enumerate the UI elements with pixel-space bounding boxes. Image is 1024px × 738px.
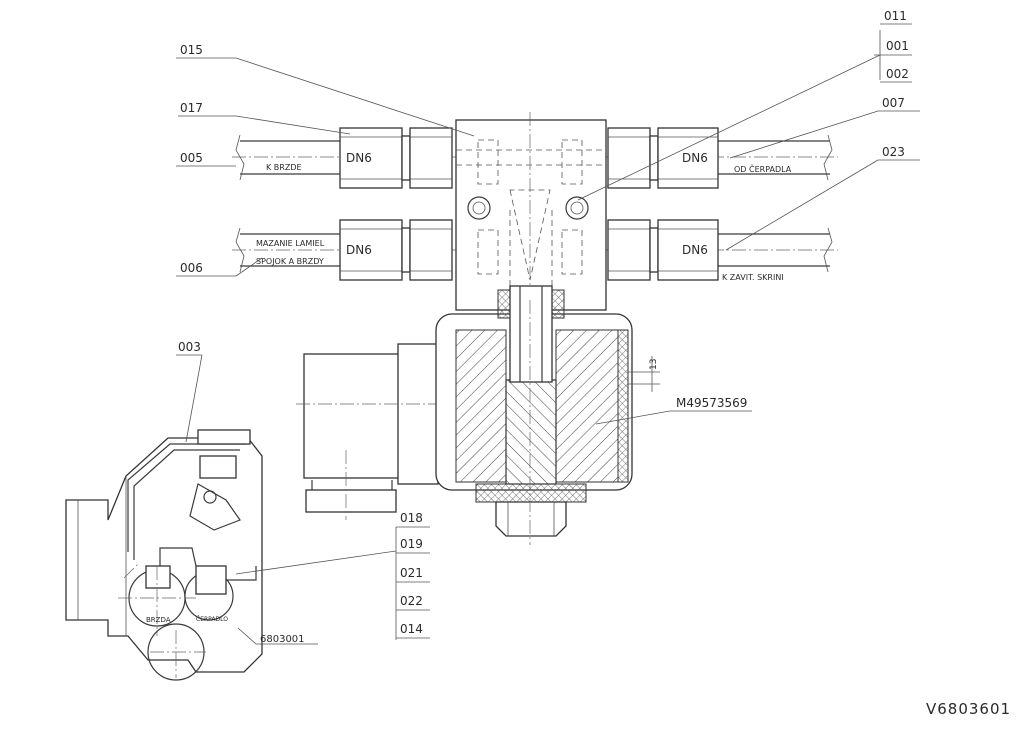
callout-001: 001: [886, 39, 909, 53]
brake-label: BRZDA: [146, 616, 171, 624]
dn-label-lower-right: DN6: [682, 243, 708, 257]
dn-label-upper-right: DN6: [682, 151, 708, 165]
callout-019: 019: [400, 537, 423, 551]
overview-detail: BRZDA ČERPADLO: [65, 429, 263, 681]
pipe-label-from-pump: OD ČERPADLA: [734, 163, 792, 174]
pipe-label-to-brake: K BRZDE: [266, 163, 302, 172]
callout-005: 005: [180, 151, 203, 165]
pump-label: ČERPADLO: [196, 616, 228, 623]
callout-021: 021: [400, 566, 423, 580]
callout-003: 003: [178, 340, 201, 354]
fitting-lower-right: [607, 219, 719, 281]
sub-assembly-label: 6803001: [260, 634, 305, 645]
fitting-upper-left: [339, 127, 453, 189]
callout-017: 017: [180, 101, 203, 115]
callout-023: 023: [882, 145, 905, 159]
dimension-value: 13: [649, 359, 659, 370]
callout-015: 015: [180, 43, 203, 57]
dimension-13: 13: [628, 356, 660, 392]
pipe-label-to-gearbox: K ZAVIT. SKRINI: [722, 273, 784, 282]
callout-007: 007: [882, 96, 905, 110]
part-number-label: M49573569: [676, 396, 747, 410]
fitting-upper-right: [607, 127, 719, 189]
callout-006: 006: [180, 261, 203, 275]
document-number: V6803601: [926, 700, 1011, 718]
callout-002: 002: [886, 67, 909, 81]
dn-label-lower-left: DN6: [346, 243, 372, 257]
leader-lines: [176, 30, 920, 645]
callout-011: 011: [884, 9, 907, 23]
solenoid-section: [296, 285, 633, 545]
callout-022: 022: [400, 594, 423, 608]
pipe-label-coupling-brake: SPOJOK A BRZDY: [256, 257, 324, 266]
callout-018: 018: [400, 511, 423, 525]
fitting-lower-left: [339, 219, 453, 281]
valve-block: [455, 112, 607, 311]
callout-014: 014: [400, 622, 423, 636]
pipe-label-lamella-lubrication: MAZANIE LAMIEL: [256, 239, 325, 248]
dn-label-upper-left: DN6: [346, 151, 372, 165]
